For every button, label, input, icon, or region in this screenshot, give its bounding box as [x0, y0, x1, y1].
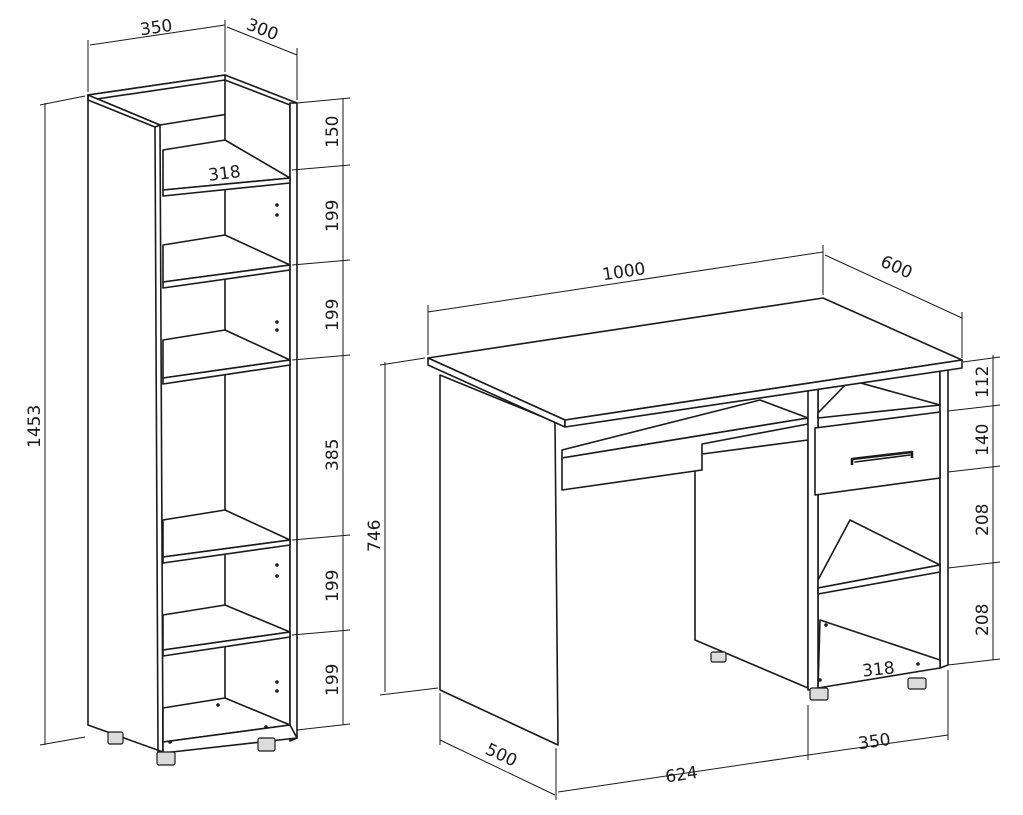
cabinet-section-label: 385 [323, 439, 343, 471]
cabinet-section-label: 199 [323, 200, 343, 232]
desk-pedestal-shelf [817, 379, 941, 419]
desk-foot [809, 687, 829, 701]
desk-foot [907, 677, 927, 690]
cabinet-left-side-edge [87, 94, 161, 128]
desk-tabletop-front-edge [564, 359, 963, 428]
cabinet-dimensions [39, 20, 351, 746]
cabinet-width-label: 350 [139, 16, 174, 40]
cabinet-section-label: 150 [323, 116, 343, 148]
desk-dimensions [379, 245, 1001, 800]
cabinet-section-label: 199 [323, 664, 343, 696]
desk-legroom-label: 624 [664, 763, 699, 788]
cabinet-section-label: 199 [323, 299, 343, 331]
desk-side-depth-label: 500 [482, 740, 520, 772]
cabinet-left-side-panel [87, 94, 164, 753]
desk-section-label: 208 [973, 504, 993, 536]
desk-section-label: 140 [973, 424, 993, 456]
cabinet-inner-width-label: 318 [207, 162, 242, 186]
cabinet-shelf-edge [162, 539, 291, 564]
cabinet-section-label: 199 [323, 570, 343, 602]
desk-pedestal-right-side [939, 369, 949, 669]
desk-pedestal-width-label: 350 [857, 730, 892, 754]
desk-left-side-panel [439, 374, 559, 746]
cabinet-shelf-edge [162, 177, 291, 197]
computer-desk: 1000 600 746 500 624 350 318 112 140 208… [365, 245, 1001, 800]
cabinet-feet [107, 731, 276, 766]
cabinet-left-front-edge [154, 126, 159, 753]
cabinet-plinth [162, 724, 298, 754]
cabinet-shelves [162, 139, 298, 754]
drawer-front[interactable] [814, 411, 941, 496]
desk-section-label: 208 [973, 604, 993, 636]
cabinet-right-side-panel [289, 102, 298, 742]
desk-back-panel [694, 439, 809, 689]
drawer-handle[interactable] [850, 450, 914, 465]
desk-width-label: 1000 [601, 259, 647, 285]
desk-pedestal-shelf-edge [817, 564, 941, 595]
cabinet-foot [156, 751, 176, 766]
cabinet-foot [257, 737, 276, 752]
desk-height-label: 746 [365, 520, 385, 552]
cabinet-height-label: 1453 [25, 405, 45, 448]
desk-section-label: 112 [973, 366, 993, 398]
cabinet-depth-label: 300 [243, 15, 280, 45]
cabinet-shelf-edge [162, 631, 291, 657]
bookcase-cabinet: 350 300 1453 318 150 199 199 385 199 199 [25, 15, 351, 766]
cabinet-shelf-edge [162, 359, 291, 385]
desk-depth-label: 600 [877, 252, 915, 283]
cabinet-shelf-pins [168, 203, 279, 744]
desk-pedestal-bottom [817, 619, 941, 689]
cabinet-shelf-edge [162, 264, 291, 289]
desk-feet [710, 651, 927, 701]
desk-foot [710, 651, 727, 663]
desk-inner-width-label: 318 [861, 658, 895, 681]
cabinet-foot [107, 731, 124, 745]
